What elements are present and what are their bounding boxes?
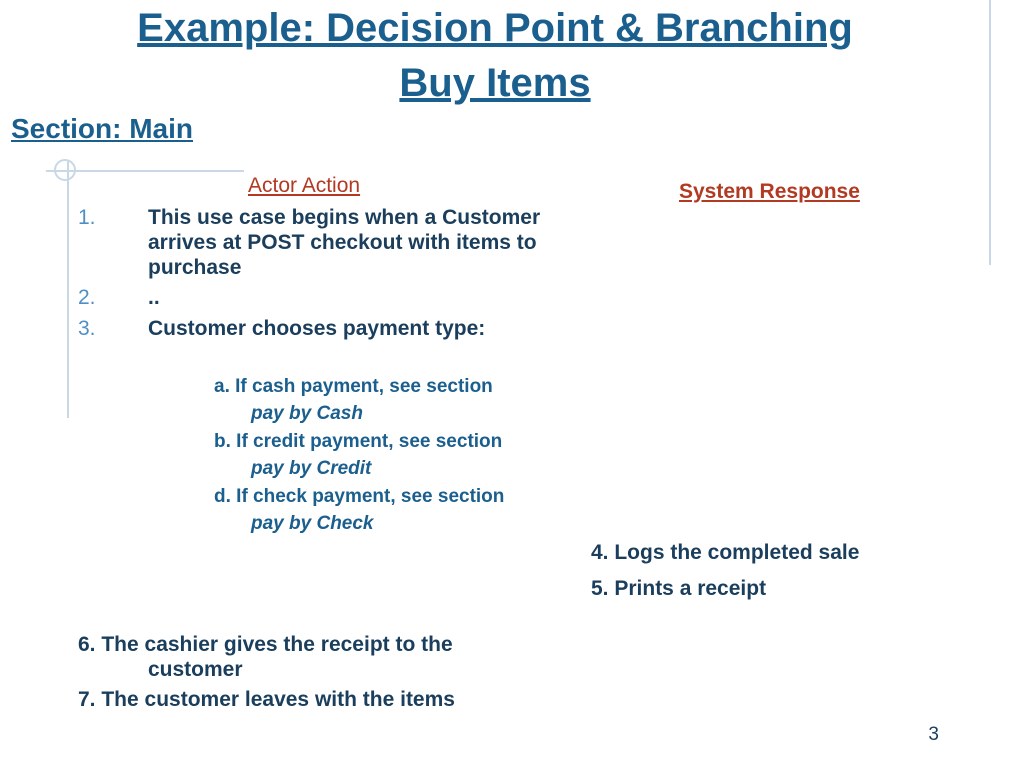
page-number: 3 <box>928 724 939 745</box>
actor-step-7: 7. The customer leaves with the items <box>78 687 598 712</box>
step-text: 6. The cashier gives the receipt to the <box>78 633 453 656</box>
step-number: 2. <box>78 286 96 309</box>
payment-ref-credit: pay by Credit <box>251 458 372 479</box>
step-number: 3. <box>78 317 96 340</box>
payment-ref-cash: pay by Cash <box>251 403 363 424</box>
system-response-4: 4. Logs the completed sale <box>591 541 860 564</box>
system-response-header: System Response <box>679 180 860 203</box>
frame-circle-ornament <box>54 159 76 181</box>
actor-step-1: 1. This use case begins when a Customer … <box>78 205 598 280</box>
frame-line-left <box>67 160 69 418</box>
slide-subtitle: Buy Items <box>399 61 591 105</box>
step-number: 1. <box>78 206 96 229</box>
payment-ref-check: pay by Check <box>251 513 374 534</box>
actor-action-header: Actor Action <box>248 174 361 197</box>
frame-line-right <box>989 0 991 265</box>
payment-option-check: d. If check payment, see section <box>214 486 505 507</box>
actor-step-2: 2. .. <box>78 285 598 310</box>
step-text: Customer chooses payment type: <box>148 317 486 340</box>
actor-step-6: 6. The cashier gives the receipt to the … <box>78 632 598 682</box>
actor-step-3: 3. Customer chooses payment type: <box>78 316 598 341</box>
section-label: Section: Main <box>11 113 194 144</box>
step-text-continuation: customer <box>148 658 243 681</box>
payment-option-credit: b. If credit payment, see section <box>214 431 503 452</box>
system-response-5: 5. Prints a receipt <box>591 577 767 600</box>
frame-line-top <box>46 170 244 172</box>
step-text: .. <box>148 286 160 309</box>
step-text: This use case begins when a Customer arr… <box>148 206 541 279</box>
payment-option-cash: a. If cash payment, see section <box>214 376 493 397</box>
slide-title: Example: Decision Point & Branching <box>137 6 853 50</box>
step-text: 7. The customer leaves with the items <box>78 688 455 711</box>
